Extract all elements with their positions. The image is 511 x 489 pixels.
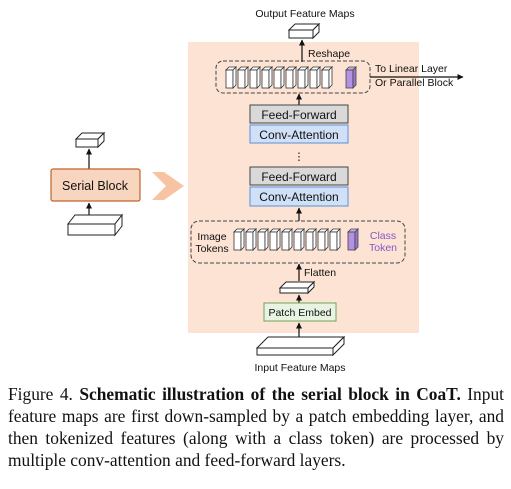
output-class-token (345, 66, 357, 89)
class-token-label-1: Class (370, 230, 396, 242)
serial-block-diagram: Output Feature Maps Reshape To Linear La… (50, 8, 464, 374)
token-cube (245, 228, 257, 251)
serial-block-top-map (74, 131, 106, 149)
token-cube (305, 228, 317, 251)
vertical-ellipsis: ⋮ (294, 151, 305, 163)
token-cube (249, 66, 261, 89)
figure-caption: Figure 4. Schematic illustration of the … (8, 383, 504, 471)
feed-forward-label-upper: Feed-Forward (261, 108, 336, 122)
caption-body: Input feature maps are first down-sample… (8, 384, 504, 470)
output-feature-maps-label: Output Feature Maps (255, 8, 354, 20)
token-cube (321, 66, 333, 89)
token-cube (317, 228, 329, 251)
conv-attention-label-upper: Conv-Attention (259, 128, 338, 142)
output-image-tokens (225, 66, 333, 89)
input-feature-map-box (255, 335, 346, 357)
serial-block-bottom-map (66, 213, 124, 237)
expand-arrow-icon (152, 172, 184, 200)
class-token (347, 228, 359, 251)
token-cube (273, 66, 285, 89)
patch-embed-box (263, 302, 337, 322)
token-cube (285, 66, 297, 89)
patch-embed-label: Patch Embed (268, 307, 331, 319)
serial-block-box (50, 168, 141, 202)
to-linear-label-2: Or Parallel Block (375, 77, 454, 89)
token-cube (233, 228, 245, 251)
conv-attention-label-lower: Conv-Attention (259, 190, 338, 204)
image-tokens (233, 228, 341, 251)
token-cube (297, 66, 309, 89)
flatten-label: Flatten (304, 267, 336, 279)
output-feature-map-box (287, 22, 321, 40)
input-tokens-group (190, 220, 406, 264)
conv-attention-box-upper (249, 124, 349, 144)
reshape-label: Reshape (308, 48, 350, 60)
token-cube (293, 228, 305, 251)
class-token-label-2: Token (369, 242, 397, 254)
token-cube (261, 66, 273, 89)
embedded-feature-map (278, 280, 316, 295)
conv-attention-box-lower (249, 186, 349, 207)
image-tokens-label-2: Tokens (195, 243, 228, 255)
token-cube (269, 228, 281, 251)
token-cube (257, 228, 269, 251)
caption-bold-title: Schematic illustration of the serial blo… (79, 384, 461, 404)
to-linear-label-1: To Linear Layer (375, 63, 448, 75)
token-cube (329, 228, 341, 251)
serial-block-label: Serial Block (62, 179, 129, 193)
token-cube (225, 66, 237, 89)
caption-figure-label: Figure 4. (8, 384, 73, 404)
image-tokens-label-1: Image (197, 231, 226, 243)
input-feature-maps-label: Input Feature Maps (254, 362, 345, 374)
token-cube (281, 228, 293, 251)
feed-forward-box-upper (249, 104, 349, 124)
token-cube (309, 66, 321, 89)
feed-forward-label-lower: Feed-Forward (261, 170, 336, 184)
token-cube (237, 66, 249, 89)
feed-forward-box-lower (249, 166, 349, 186)
